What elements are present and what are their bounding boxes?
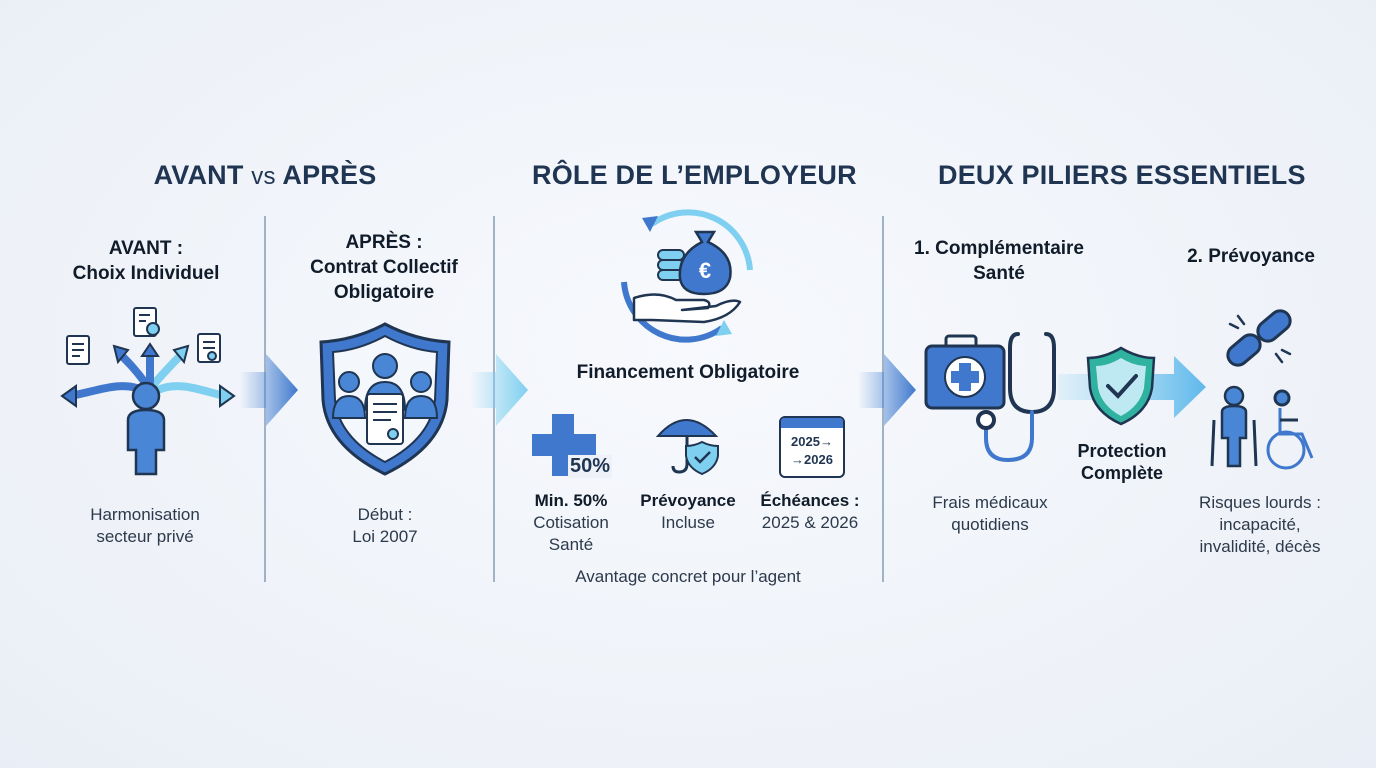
apres-title-line2: Contrat Collectif xyxy=(310,257,458,278)
flow-arrow-2 xyxy=(470,354,528,426)
role-item1-bold: Min. 50% xyxy=(534,491,608,510)
person-crutches-icon xyxy=(1210,385,1258,468)
avant-title-line2: Choix Individuel xyxy=(72,263,220,284)
wheelchair-icon xyxy=(1266,389,1314,470)
person-icon xyxy=(126,381,166,476)
apres-caption-line2: Loi 2007 xyxy=(352,527,418,546)
plus-health-icon xyxy=(532,414,596,476)
role-item2-bold: Prévoyance xyxy=(640,491,736,510)
calendar-line2: →2026 xyxy=(791,452,833,467)
arrow-heads xyxy=(60,342,236,408)
pilier1-line1: 1. Complémentaire xyxy=(914,238,1084,259)
flow-arrow-3 xyxy=(858,354,916,426)
avant-caption: Harmonisation secteur privé xyxy=(40,504,250,548)
role-item-3: Échéances : 2025 & 2026 xyxy=(750,490,870,534)
euro-bag-icon: € xyxy=(678,230,732,296)
protection-line2: Complète xyxy=(1080,463,1163,483)
heading-vs: vs xyxy=(251,163,276,190)
medical-kit-stethoscope-icon xyxy=(924,332,1056,463)
svg-text:€: € xyxy=(699,258,711,283)
heading-avant-vs-apres: AVANT vs APRÈS xyxy=(152,160,378,191)
apres-title-line1: APRÈS : xyxy=(345,232,423,253)
avant-caption-line1: Harmonisation xyxy=(90,505,200,524)
apres-caption: Début : Loi 2007 xyxy=(280,504,490,548)
pilier1-title: 1. Complémentaire Santé xyxy=(896,236,1102,286)
choice-person-icon xyxy=(60,307,236,476)
apres-title-line3: Obligatoire xyxy=(333,282,435,303)
open-hand xyxy=(632,293,742,324)
apres-caption-line1: Début : xyxy=(357,505,413,524)
role-item3-bold: Échéances : xyxy=(760,491,860,510)
flow-arrow-1 xyxy=(240,354,298,426)
pilier1-caption-line2: quotidiens xyxy=(951,515,1029,534)
hand-money-icon: € xyxy=(621,209,753,343)
percent-badge: 50% xyxy=(568,455,613,478)
protection-label: Protection Complète xyxy=(1056,440,1188,484)
avant-title: AVANT : Choix Individuel xyxy=(50,236,242,286)
heading-apres: APRÈS xyxy=(282,160,377,190)
calendar-header xyxy=(781,418,843,428)
pilier1-line2: Santé xyxy=(973,263,1025,284)
heading-role-employeur: RÔLE DE L’EMPLOYEUR xyxy=(532,160,857,190)
pilier2-title: 2. Prévoyance xyxy=(1187,246,1315,267)
role-item1-line3: Santé xyxy=(548,535,594,554)
pilier2-caption: Risques lourds : incapacité, invalidité,… xyxy=(1160,492,1360,558)
role-footer: Avantage concret pour l’agent xyxy=(575,567,801,586)
avant-caption-line2: secteur privé xyxy=(96,527,194,546)
calendar-line1: 2025→ xyxy=(791,434,833,449)
check-shield-icon xyxy=(1086,346,1156,426)
broken-chain-icon xyxy=(1226,309,1292,367)
pilier2-caption-line3: invalidité, décès xyxy=(1199,537,1321,556)
contract-scroll-icon xyxy=(366,393,404,445)
heading-avant: AVANT xyxy=(153,160,244,190)
protection-line1: Protection xyxy=(1077,441,1167,461)
role-item2-line2: Incluse xyxy=(661,513,715,532)
apres-title: APRÈS : Contrat Collectif Obligatoire xyxy=(288,230,480,305)
role-item-1: Min. 50% Cotisation Santé xyxy=(516,490,626,556)
pilier1-caption: Frais médicaux quotidiens xyxy=(890,492,1090,536)
umbrella-shield-icon xyxy=(655,419,719,476)
document-icon xyxy=(66,307,221,365)
calendar-icon: 2025→ →2026 xyxy=(779,416,845,478)
shield-group-icon xyxy=(319,322,451,476)
stethoscope xyxy=(976,332,1056,463)
disability-people-icon xyxy=(1210,385,1314,470)
heading-deux-piliers: DEUX PILIERS ESSENTIELS xyxy=(938,160,1306,190)
pilier1-caption-line1: Frais médicaux xyxy=(932,493,1048,512)
pilier2-caption-line2: incapacité, xyxy=(1219,515,1301,534)
financement-label: Financement Obligatoire xyxy=(576,362,800,383)
coin-stack xyxy=(657,249,685,281)
role-item1-line2: Cotisation xyxy=(533,513,609,532)
avant-title-line1: AVANT : xyxy=(108,238,184,259)
role-item-2: Prévoyance Incluse xyxy=(630,490,746,534)
pilier2-caption-line1: Risques lourds : xyxy=(1199,493,1321,512)
role-item3-line2: 2025 & 2026 xyxy=(761,513,859,532)
